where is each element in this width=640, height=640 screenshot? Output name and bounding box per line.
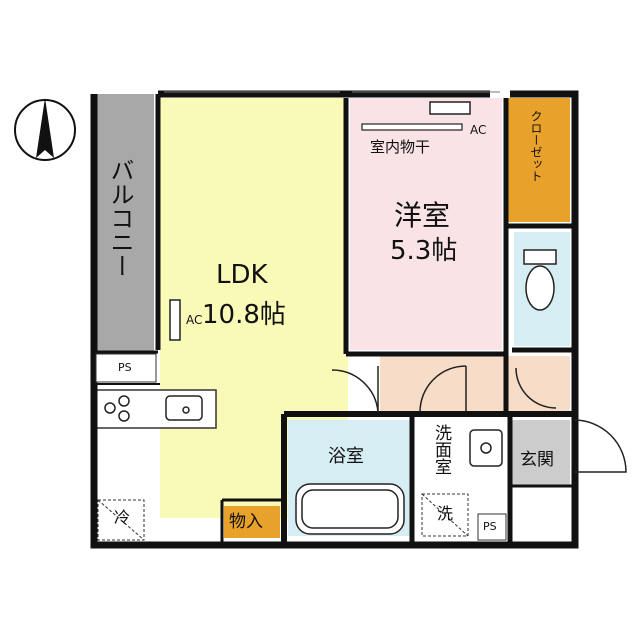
walls — [90, 90, 579, 549]
ac-unit-ldk-icon — [169, 299, 181, 341]
balcony-area — [92, 94, 154, 352]
balcony-label: バルコニー — [106, 158, 134, 278]
kitchen-sink-icon — [165, 395, 203, 421]
ldk-size-label: 10.8帖 — [202, 300, 286, 330]
ac-western-label: AC — [470, 123, 487, 137]
sink-icon — [469, 429, 503, 467]
ps-box-bottom — [477, 513, 507, 541]
entrance-label: 玄関 — [520, 450, 554, 470]
ps-top-label: PS — [118, 361, 132, 374]
closet-area — [508, 98, 570, 222]
closet-label: クローゼット — [529, 110, 543, 182]
washer-label: 洗 — [437, 504, 454, 523]
washer-space-icon — [421, 493, 469, 537]
ac-ldk-label: AC — [186, 313, 203, 327]
fridge-label: 冷 — [114, 508, 131, 527]
western-room-size-label: 5.3帖 — [390, 236, 458, 266]
bathtub-icon — [295, 483, 405, 535]
ldk-name-label: LDK — [216, 260, 268, 290]
fridge-space-icon — [97, 499, 145, 541]
western-room-name-label: 洋室 — [394, 199, 451, 232]
ps-box-top — [95, 353, 157, 383]
western-room-area — [350, 98, 502, 350]
indoor-drying-label: 室内物干 — [370, 138, 431, 156]
stove-icon — [104, 395, 130, 422]
toilet-icon — [523, 249, 557, 311]
north-arrow-icon — [14, 98, 76, 161]
ps-bottom-label: PS — [483, 520, 497, 533]
drying-rod-icon — [361, 123, 463, 131]
hall-area — [380, 356, 570, 412]
bath-label: 浴室 — [328, 446, 364, 467]
washroom-label: 洗面室 — [431, 424, 451, 475]
doors — [331, 365, 627, 473]
storage-area — [224, 506, 280, 538]
storage-label: 物入 — [229, 512, 263, 532]
entrance-area — [512, 420, 570, 486]
ac-unit-western-icon — [429, 101, 471, 115]
